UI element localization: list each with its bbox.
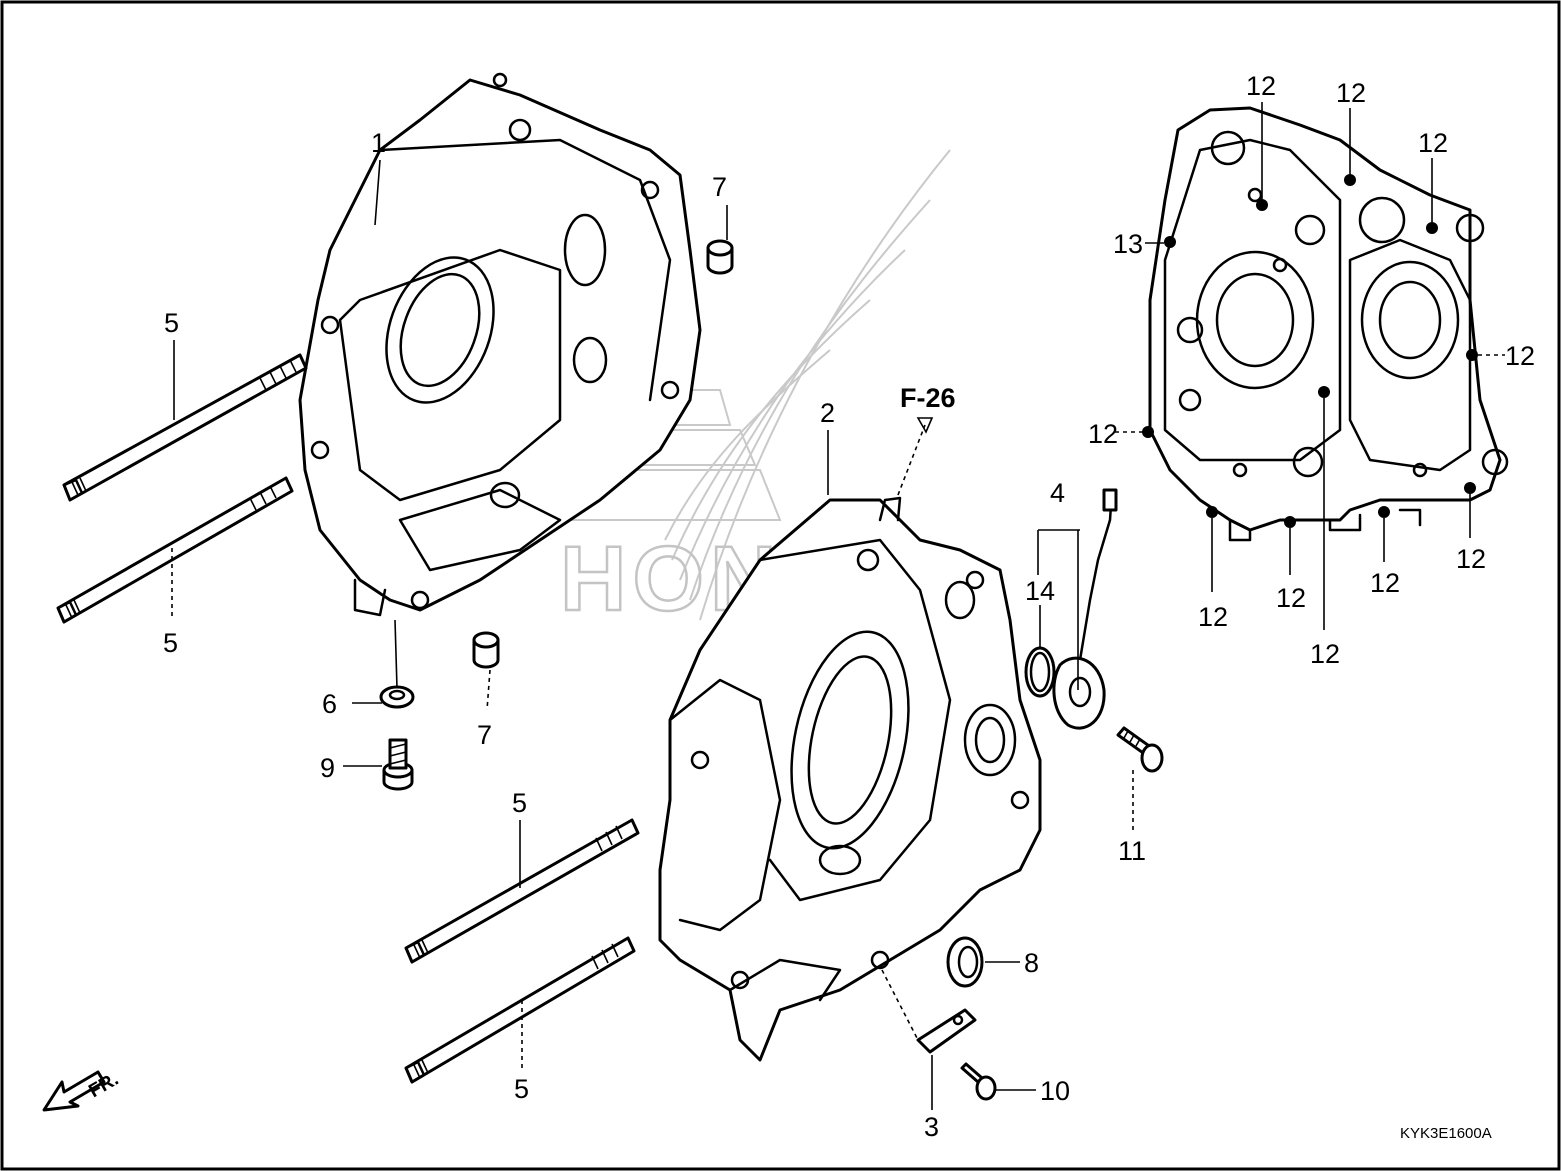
callout-5-upper-center: 5 bbox=[512, 788, 527, 818]
o-ring bbox=[1024, 646, 1056, 698]
callout-7-upper: 7 bbox=[712, 172, 727, 202]
leader-lines bbox=[171, 102, 1505, 1110]
right-crankcase bbox=[658, 496, 1042, 1062]
diagram-code: KYK3E1600A bbox=[1400, 1125, 1492, 1142]
callout-12: 12 bbox=[1198, 602, 1228, 632]
stud-bolt-lower-left bbox=[56, 476, 294, 624]
arrow-left-icon bbox=[42, 1070, 106, 1112]
stud-bolt-upper-left bbox=[62, 353, 308, 502]
stud-bolt-upper-center bbox=[404, 818, 640, 964]
callout-12: 12 bbox=[1276, 583, 1306, 613]
callout-12: 12 bbox=[1088, 419, 1118, 449]
callout-11: 11 bbox=[1118, 836, 1146, 866]
callout-5-upper-left: 5 bbox=[164, 308, 179, 338]
callout-12: 12 bbox=[1418, 128, 1448, 158]
front-direction-indicator: FR. bbox=[42, 1069, 122, 1112]
callout-5-lower-center: 5 bbox=[514, 1074, 529, 1104]
dowel-pin-lower bbox=[472, 631, 500, 669]
callout-7-lower: 7 bbox=[477, 720, 492, 750]
callout-1: 1 bbox=[371, 128, 386, 158]
callout-12: 12 bbox=[1505, 341, 1535, 371]
front-label: FR. bbox=[85, 1069, 122, 1102]
callout-12: 12 bbox=[1456, 544, 1486, 574]
plate-screw bbox=[960, 1062, 997, 1101]
stud-bolt-lower-center bbox=[404, 936, 636, 1084]
callout-6: 6 bbox=[322, 689, 337, 719]
callout-12: 12 bbox=[1370, 568, 1400, 598]
callout-2: 2 bbox=[820, 398, 835, 428]
callout-12: 12 bbox=[1246, 71, 1276, 101]
callout-8: 8 bbox=[1024, 948, 1039, 978]
left-crankcase bbox=[298, 72, 702, 617]
callout-14: 14 bbox=[1025, 576, 1055, 606]
reference-label: F-26 bbox=[900, 383, 956, 413]
callout-3: 3 bbox=[924, 1112, 939, 1142]
callout-5-lower-left: 5 bbox=[163, 628, 178, 658]
callout-13: 13 bbox=[1113, 229, 1143, 259]
gasket-outline bbox=[1142, 106, 1509, 542]
oil-seal bbox=[946, 936, 984, 988]
callout-labels: 1 2 3 4 5 5 5 5 6 7 7 8 9 10 11 13 14 12… bbox=[163, 71, 1535, 1142]
dowel-pin-upper bbox=[706, 239, 734, 275]
callout-10: 10 bbox=[1040, 1076, 1070, 1106]
callout-4: 4 bbox=[1050, 478, 1065, 508]
callout-12: 12 bbox=[1336, 78, 1366, 108]
flange-bolt bbox=[1116, 726, 1164, 773]
callout-9: 9 bbox=[320, 753, 335, 783]
callout-12: 12 bbox=[1310, 639, 1340, 669]
drain-bolt bbox=[382, 738, 414, 791]
neutral-switch bbox=[1052, 488, 1118, 730]
setting-plate bbox=[916, 1008, 977, 1054]
sealing-washer bbox=[379, 685, 415, 709]
